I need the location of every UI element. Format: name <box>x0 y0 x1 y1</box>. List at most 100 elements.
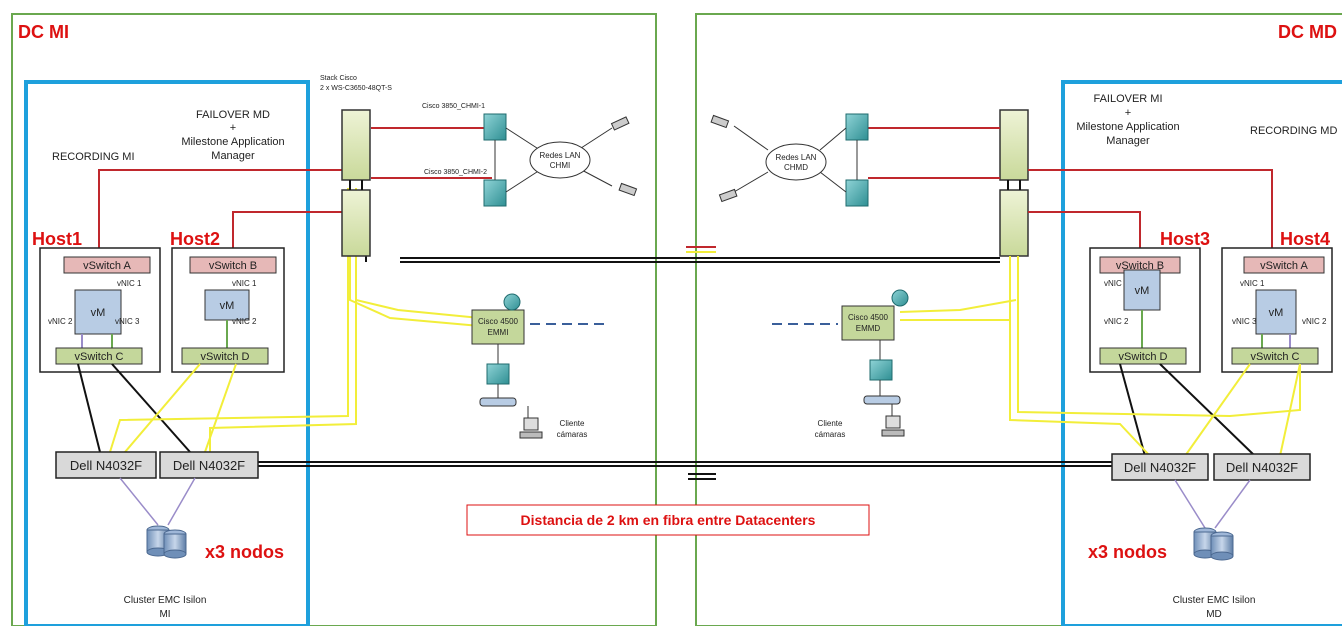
switch-chmi-1-label: Cisco 3850_CHMI-1 <box>422 103 485 110</box>
failover-mi-label: FAILOVER MI + Milestone Application Mana… <box>1076 93 1179 147</box>
host2-vswitch-d-label: vSwitch D <box>201 351 250 363</box>
cluster-mi-label-2: MI <box>159 609 170 620</box>
lan-chmi-label-2: CHMI <box>550 161 570 170</box>
lan-chmi-label-1: Redes LAN <box>540 151 581 160</box>
patch-panel-left-icon <box>479 397 517 407</box>
svg-text:Milestone Application: Milestone Application <box>181 136 284 148</box>
isilon-storage-left-icon <box>146 525 187 559</box>
right-red-links <box>868 127 1273 290</box>
host4-vnic2-label: vNIC 2 <box>1302 317 1327 326</box>
host3-vswitch-d <box>1099 347 1187 365</box>
cisco-4500-emmi <box>471 309 525 345</box>
recording-mi-label: RECORDING MI <box>52 151 135 163</box>
client-left-label-2: cámaras <box>557 430 588 439</box>
inter-dc-links <box>258 228 1112 480</box>
switch-chmi-2-label: Cisco 3850_CHMI-2 <box>424 169 487 176</box>
host1-label: Host1 <box>32 229 82 249</box>
client-left-label-1: Cliente <box>560 419 585 428</box>
host1-vnic2-label: vNIC 2 <box>48 317 73 326</box>
nodes-right-label: x3 nodos <box>1088 542 1167 562</box>
dc-md-cluster-box <box>1061 80 1342 626</box>
host1-vm-label: vM <box>91 307 106 319</box>
host4-label: Host4 <box>1280 229 1330 249</box>
client-pc-right-icon <box>881 415 905 437</box>
dc-mi-title: DC MI <box>18 22 69 42</box>
lan-chmd-cloud <box>765 143 827 181</box>
svg-text:Milestone Application: Milestone Application <box>1076 121 1179 133</box>
isilon-storage-right-icon <box>1193 527 1234 561</box>
host1-vnic1-label: vNIC 1 <box>117 279 142 288</box>
host4-vswitch-c <box>1231 347 1319 365</box>
left-host-dell-links <box>77 188 481 453</box>
cisco-4500-emmd-label-1: Cisco 4500 <box>848 313 889 322</box>
camera-icon-left-2 <box>618 182 638 197</box>
recording-md-label: RECORDING MD <box>1250 125 1337 137</box>
host1-vm <box>74 289 122 335</box>
stack-cisco-right-upper <box>999 109 1029 181</box>
host3-vswitch-b-label: vSwitch B <box>1116 260 1164 272</box>
access-switch-left-icon <box>486 363 510 385</box>
host2-vswitch-b-label: vSwitch B <box>209 260 257 272</box>
right-host-dell-links <box>899 256 1301 457</box>
dell-n4032f-left-b <box>159 451 259 479</box>
host4-vswitch-a <box>1243 256 1325 274</box>
dell-n4032f-left-a <box>55 451 157 479</box>
client-right-label-1: Cliente <box>818 419 843 428</box>
router-icon-left <box>503 293 521 311</box>
switch-chmi-1-icon <box>483 113 507 141</box>
distance-label: Distancia de 2 km en fibra entre Datacen… <box>521 512 816 528</box>
host1-vswitch-c-label: vSwitch C <box>75 351 124 363</box>
cisco-4500-emmd <box>841 305 895 341</box>
host4-vnic1-label: vNIC 1 <box>1240 279 1265 288</box>
stack-cisco-left-upper <box>341 109 371 181</box>
stack-cisco-label-1: Stack Cisco <box>320 75 357 82</box>
host3-vnic1-label: vNIC 1 <box>1104 279 1129 288</box>
cisco-4500-emmd-label-2: EMMD <box>856 324 881 333</box>
host2-vswitch-d <box>181 347 269 365</box>
host2-vnic1-label: vNIC 1 <box>232 279 257 288</box>
dell-right-a-label: Dell N4032F <box>1124 460 1196 475</box>
svg-text:+: + <box>1125 107 1131 119</box>
lan-chmi-cloud <box>529 141 591 179</box>
dell-n4032f-right-a <box>1111 453 1209 481</box>
host3-vnic2-label: vNIC 2 <box>1104 317 1129 326</box>
stack-cisco-right-lower <box>999 189 1029 257</box>
svg-text:FAILOVER MD: FAILOVER MD <box>196 109 270 121</box>
left-red-links <box>98 127 492 290</box>
dell-right-b-label: Dell N4032F <box>1226 460 1298 475</box>
host4-vm-label: vM <box>1269 307 1284 319</box>
cisco-4500-emmi-label-1: Cisco 4500 <box>478 317 519 326</box>
host4-vm <box>1255 289 1297 335</box>
dc-md-frame <box>695 13 1342 626</box>
host1-vswitch-a-label: vSwitch A <box>83 260 131 272</box>
switch-chmd-1-icon <box>845 113 869 141</box>
cluster-mi-label-1: Cluster EMC Isilon <box>124 595 207 606</box>
host1-vswitch-a <box>63 256 151 274</box>
host4-vnic3-label: vNIC 3 <box>1232 317 1257 326</box>
lan-chmd-label-2: CHMD <box>784 163 808 172</box>
svg-text:Manager: Manager <box>1106 135 1150 147</box>
host3-vm-label: vM <box>1135 285 1150 297</box>
host2-vswitch-b <box>189 256 277 274</box>
svg-text:+: + <box>230 122 236 134</box>
switch-chmd-2-icon <box>845 179 869 207</box>
nodes-left-label: x3 nodos <box>205 542 284 562</box>
host4-vswitch-a-label: vSwitch A <box>1260 260 1308 272</box>
stack-cisco-left-lower <box>341 189 371 257</box>
host2-vm-label: vM <box>220 300 235 312</box>
dc-mi-frame <box>11 13 657 626</box>
host2-vnic2-label: vNIC 2 <box>232 317 257 326</box>
host4-vswitch-c-label: vSwitch C <box>1251 351 1300 363</box>
router-icon-right <box>891 289 909 307</box>
host3-label: Host3 <box>1160 229 1210 249</box>
cisco-4500-emmi-label-2: EMMI <box>488 328 509 337</box>
camera-icon-left-1 <box>610 116 630 131</box>
svg-text:Manager: Manager <box>211 150 255 162</box>
failover-md-label: FAILOVER MD + Milestone Application Mana… <box>181 109 284 162</box>
distance-label-box <box>466 504 870 536</box>
camera-icon-right-1 <box>710 114 730 129</box>
cluster-md-label-2: MD <box>1206 609 1222 620</box>
host1-vswitch-c <box>55 347 143 365</box>
dc-md-title: DC MD <box>1278 22 1337 42</box>
